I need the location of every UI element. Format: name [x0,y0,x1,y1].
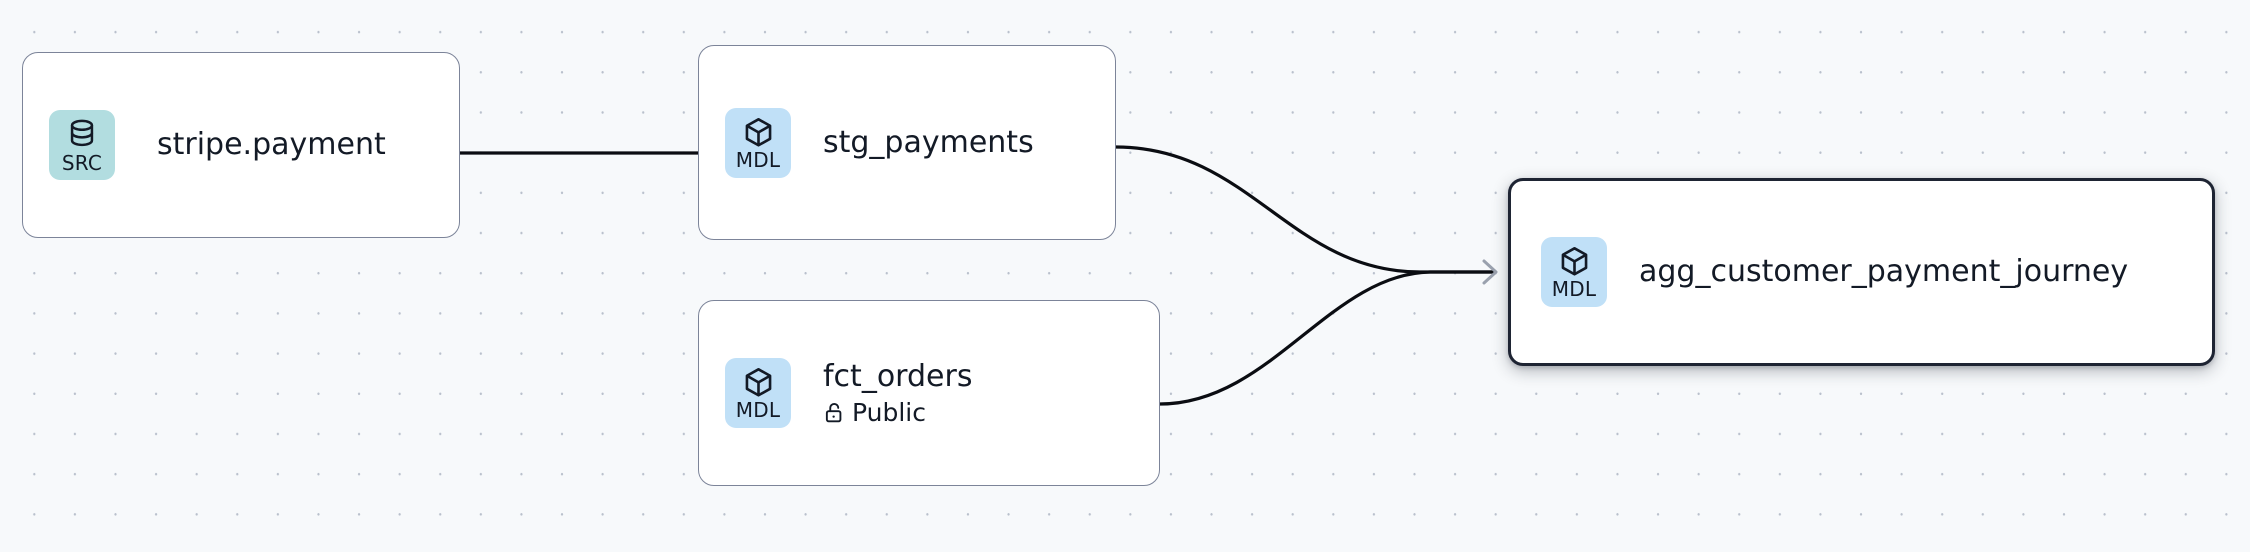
node-title: stg_payments [823,124,1034,160]
edge-fct-to-agg [1159,270,1494,406]
badge-kind-label: MDL [735,147,781,172]
node-visibility-label: Public [852,397,926,427]
node-title: agg_customer_payment_journey [1639,254,2129,289]
cube-icon [745,117,771,147]
unlock-icon [825,402,842,422]
node-stg-payments[interactable]: MDL stg_payments [698,45,1116,240]
node-labels: fct_orders Public [823,359,972,428]
edge-stg-to-agg [1115,145,1494,274]
node-labels: agg_customer_payment_journey [1639,254,2128,290]
node-title: stripe.payment [157,127,386,162]
badge-kind-label: MDL [735,398,781,422]
node-agg-customer-payment-journey[interactable]: MDL agg_customer_payment_journey [1508,178,2215,366]
cube-icon [745,367,771,397]
badge-mdl: MDL [725,358,791,428]
database-icon [70,119,94,146]
badge-kind-label: SRC [61,150,103,175]
badge-kind-label: MDL [1551,277,1597,301]
badge-mdl: MDL [1541,237,1607,307]
node-title: fct_orders [823,358,973,394]
badge-mdl: MDL [725,107,791,178]
badge-src: SRC [49,110,115,180]
node-labels: stg_payments [823,125,1034,161]
cube-icon [1561,246,1587,276]
arrowhead-agg-node [1482,259,1498,285]
node-stripe-payment[interactable]: SRC stripe.payment [22,52,460,238]
node-visibility: Public [823,397,972,428]
node-fct-orders[interactable]: MDL fct_orders Public [698,300,1160,486]
node-labels: stripe.payment [157,127,386,163]
